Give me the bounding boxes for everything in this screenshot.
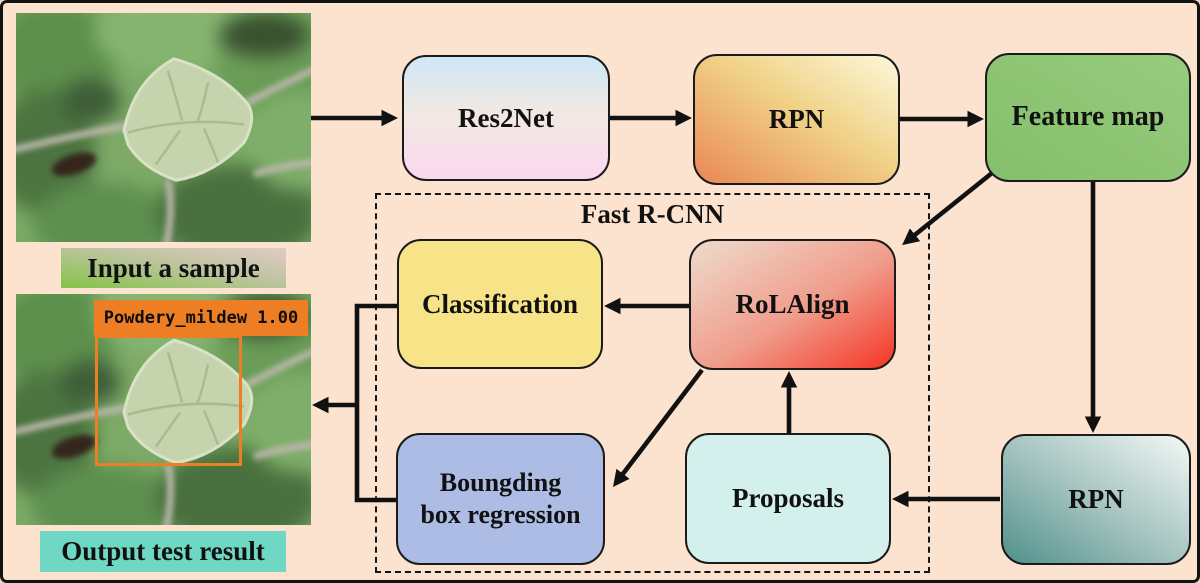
node-bounding-label: Boungding box regression [420,468,581,529]
detection-label-text: Powdery_mildew 1.00 [103,308,299,328]
node-proposals: Proposals [685,433,891,564]
input-caption: Input a sample [61,248,286,288]
node-rolalign-label: RoLAlign [735,289,850,320]
input-caption-text: Input a sample [87,252,260,283]
leaf-photo-art [16,13,311,242]
node-classification: Classification [397,239,603,369]
node-rpn-top: RPN [693,54,900,185]
node-classification-label: Classification [421,288,578,319]
node-rolalign: RoLAlign [689,239,896,370]
node-rpn-bottom-label: RPN [1068,484,1124,515]
node-proposals-label: Proposals [731,483,845,514]
node-rpn-bottom: RPN [1001,434,1191,565]
input-photo [16,13,311,242]
node-feature-map-label: Feature map [1011,101,1165,133]
node-res2net: Res2Net [402,55,610,181]
detection-bounding-box [95,335,242,466]
fast-rcnn-title: Fast R-CNN [580,199,725,229]
detection-label: Powdery_mildew 1.00 [94,300,308,336]
node-bounding-box-regression: Boungding box regression [396,433,605,565]
output-photo: Powdery_mildew 1.00 [16,294,311,525]
output-caption-text: Output test result [61,536,265,566]
node-feature-map: Feature map [985,53,1191,182]
node-res2net-label: Res2Net [458,102,554,133]
node-rpn-top-label: RPN [768,104,825,135]
output-caption: Output test result [40,531,286,572]
